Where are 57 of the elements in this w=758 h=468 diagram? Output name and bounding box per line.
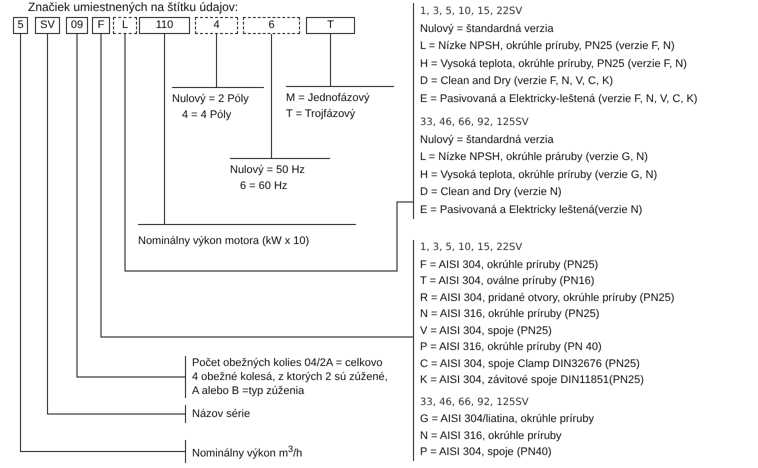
- description-text: H = Vysoká teplota, okrúhle príruby, PN25 (verzie F, N): [420, 56, 688, 72]
- description-text: H = Vysoká teplota, okrúhle príruby (verzie G, N): [420, 168, 658, 182]
- leader-line: [100, 34, 414, 338]
- description-text: G = AISI 304/liatina, okrúhle príruby: [420, 412, 595, 427]
- leader-line: [20, 34, 186, 452]
- description-text: T = AISI 304, oválne príruby (PN16): [420, 274, 596, 289]
- description-text: P = AISI 304, spoje (PN40): [420, 445, 553, 460]
- model-range-heading: 33, 46, 66, 92, 125SV: [420, 396, 530, 410]
- optional-code-box: 4: [195, 17, 238, 34]
- code-box: 110: [139, 17, 190, 34]
- description-text: N = AISI 316, okrúhle príruby: [420, 428, 563, 444]
- model-range-heading: 1, 3, 5, 10, 15, 22SV: [420, 241, 524, 255]
- description-text: E = Pasivovaná a Elektricky leštená(verzie N): [420, 202, 644, 218]
- description-text: Názov série: [192, 407, 252, 422]
- model-range-heading: 1, 3, 5, 10, 15, 22SV: [420, 5, 524, 19]
- description-text: F = AISI 304, okrúhle príruby (PN25): [420, 258, 600, 272]
- code-box: T: [306, 17, 355, 34]
- underlined-description: [172, 87, 264, 123]
- code-box: F: [92, 17, 110, 34]
- leader-line: [271, 34, 272, 158]
- description-text: C = AISI 304, spoje Clamp DIN32676 (PN25): [420, 356, 641, 372]
- underlined-description: [286, 86, 394, 122]
- leader-line: [164, 34, 165, 224]
- description-text: 6 = 60 Hz: [239, 179, 288, 194]
- description-text: L = Nízke NPSH, okrúhle práruby (verzie G, N): [420, 150, 649, 165]
- description-text: D = Clean and Dry (verzie F, N, V, C, K): [420, 74, 614, 89]
- code-box: 5: [13, 17, 28, 34]
- description-text: Nulový = 50 Hz: [230, 163, 306, 178]
- description-text: L = Nízke NPSH, okrúhle príruby, PN25 (verzie F, N): [420, 39, 676, 54]
- underlined-description: [138, 224, 356, 249]
- description-text: P = AISI 316, okrúhle príruby (PN 40): [420, 340, 603, 355]
- optional-code-box: 6: [243, 17, 300, 34]
- description-text: R = AISI 304, pridané otvory, okrúhle príruby (PN25): [420, 290, 676, 306]
- leader-line: [76, 34, 186, 378]
- description-text: 4 = 4 Póly: [181, 108, 232, 123]
- description-text: K = AISI 304, závitové spoje DIN11851(PN25): [420, 373, 645, 388]
- description-text: Nulový = štandardná verzia: [420, 22, 555, 36]
- description-text: T = Trojfázový: [286, 107, 356, 122]
- description-text: Nominálny výkon m$^{3}$/h: [192, 443, 304, 462]
- optional-code-box: L: [113, 17, 137, 34]
- description-text: E = Pasivovaná a Elektricky-leštená (verzie F, N, V, C, K): [420, 92, 698, 106]
- description-text: Nominálny výkon motora (kW x 10): [138, 234, 310, 249]
- leader-line: [330, 34, 331, 86]
- code-box: SV: [35, 17, 60, 34]
- description-text: Nulový = 2 Póly: [172, 92, 250, 107]
- description-text: N = AISI 316, okrúhle príruby (PN25): [420, 307, 600, 322]
- diagram-title: Značiek umiestnených na štítku údajov:: [28, 0, 238, 14]
- code-box: 09: [66, 17, 88, 34]
- leader-line: [47, 34, 186, 414]
- leader-line: [124, 34, 414, 272]
- description-text: Nulový = štandardná verzia: [420, 132, 555, 148]
- description-text: V = AISI 304, spoje (PN25): [420, 324, 553, 338]
- description-text: D = Clean and Dry (verzie N): [420, 185, 563, 200]
- model-range-heading: 33, 46, 66, 92, 125SV: [420, 116, 530, 130]
- description-text: M = Jednofázový: [286, 91, 370, 106]
- leader-line: [216, 34, 217, 88]
- description-text: Počet obežných kolies 04/2A = celkovo 4 obežné kolesá, z ktorých 2 sú zúžené, A alebo B =typ zúženia: [192, 356, 389, 398]
